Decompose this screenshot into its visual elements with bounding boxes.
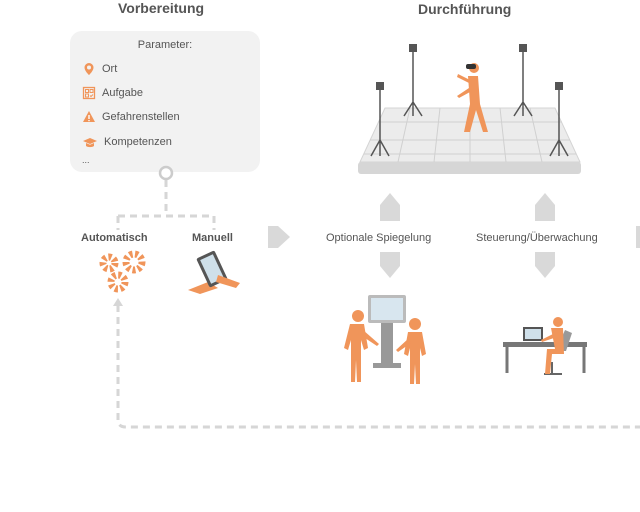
header-execution: Durchführung bbox=[418, 1, 512, 17]
mirroring-arrows bbox=[380, 193, 400, 278]
location-pin-icon bbox=[84, 63, 94, 75]
connector-node bbox=[158, 165, 174, 181]
mode-automatic: Automatisch bbox=[81, 232, 148, 244]
tablet-hand-icon bbox=[188, 250, 240, 294]
graduation-cap-icon bbox=[83, 138, 97, 148]
warning-icon bbox=[83, 111, 95, 122]
arrow-right-icon bbox=[268, 226, 290, 248]
flow-mirroring: Optionale Spiegelung bbox=[326, 232, 432, 244]
control-arrows bbox=[535, 193, 555, 278]
task-checklist-icon bbox=[82, 86, 96, 100]
header-preparation: Vorbereitung bbox=[118, 0, 205, 16]
flow-control: Steuerung/Überwachung bbox=[476, 232, 598, 244]
vr-tracking-area bbox=[358, 44, 581, 174]
parameter-title: Parameter: bbox=[137, 39, 193, 51]
connector-dashed bbox=[116, 180, 640, 429]
control-desk-scene bbox=[503, 317, 587, 375]
param-item-gefahrenstellen: Gefahrenstellen bbox=[82, 110, 180, 124]
param-item-ort: Ort bbox=[82, 62, 117, 76]
arrow-right-partial-icon bbox=[636, 226, 640, 248]
param-item-kompetenzen: Kompetenzen bbox=[82, 135, 172, 149]
param-more: ... bbox=[82, 155, 90, 165]
mirroring-scene bbox=[344, 295, 426, 384]
mode-manual: Manuell bbox=[192, 232, 233, 244]
gears-icon bbox=[99, 250, 146, 293]
parameter-card: Parameter: Ort Aufgabe Gefahrenstellen K… bbox=[70, 31, 260, 172]
arrow-up-icon bbox=[113, 298, 123, 306]
param-item-aufgabe: Aufgabe bbox=[82, 86, 143, 100]
